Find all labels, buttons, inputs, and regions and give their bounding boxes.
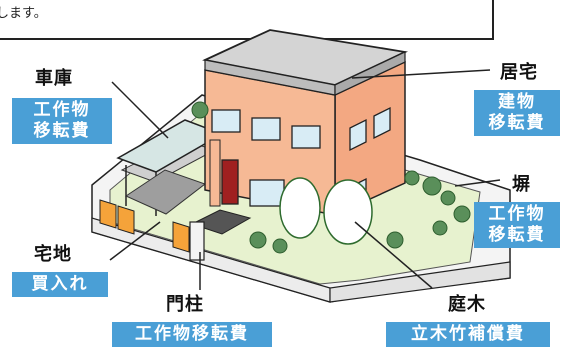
cost-line: 建物 [498,92,536,112]
leader-line-trees [354,221,433,289]
label-garden-trees-cost: 立木竹補償費 [386,322,550,347]
gate-pillar [189,221,205,261]
leader-line-garage [111,81,169,139]
label-fence-title: 塀 [512,174,531,195]
gate-panel [99,199,117,229]
label-gate-cost: 工作物移転費 [112,322,272,347]
label-garage-cost: 工作物 移転費 [12,98,112,144]
cost-line: 移転費 [488,225,546,245]
fence-right-wall [329,261,511,303]
label-residence-title: 居宅 [500,62,538,83]
window [249,179,285,207]
gate-panel [117,205,135,235]
leader-line-land [109,221,161,261]
window [251,117,281,141]
window [373,106,391,140]
label-land-cost: 買入れ [12,272,108,297]
entrance-pillar [209,139,221,207]
cost-line: 工作物 [33,100,91,120]
shrubs [191,101,471,254]
cost-line: 移転費 [33,121,91,141]
house-roof-edge-right [334,51,406,96]
entrance-paving [190,209,252,235]
leader-line-residence [351,69,491,79]
window [349,118,367,152]
label-garden-trees-title: 庭木 [448,294,486,315]
window [291,125,321,149]
label-fence-cost: 工作物 移転費 [474,202,560,248]
label-land-title: 宅地 [34,244,72,265]
window [211,109,241,133]
cost-line: 立木竹補償費 [411,324,525,344]
label-garage-title: 車庫 [35,68,73,89]
leader-line-fence [454,179,501,187]
intro-text-box: します。 [0,0,494,40]
label-residence-cost: 建物 移転費 [474,90,560,136]
cost-line: 工作物移転費 [135,324,249,344]
garden-tree [279,177,373,245]
intro-text: します。 [0,6,47,21]
front-door [221,159,239,205]
label-gate-title: 門柱 [166,294,204,315]
cost-line: 工作物 [488,204,546,224]
gate-panel [172,221,190,253]
cost-line: 移転費 [488,113,546,133]
cost-line: 買入れ [31,274,89,294]
